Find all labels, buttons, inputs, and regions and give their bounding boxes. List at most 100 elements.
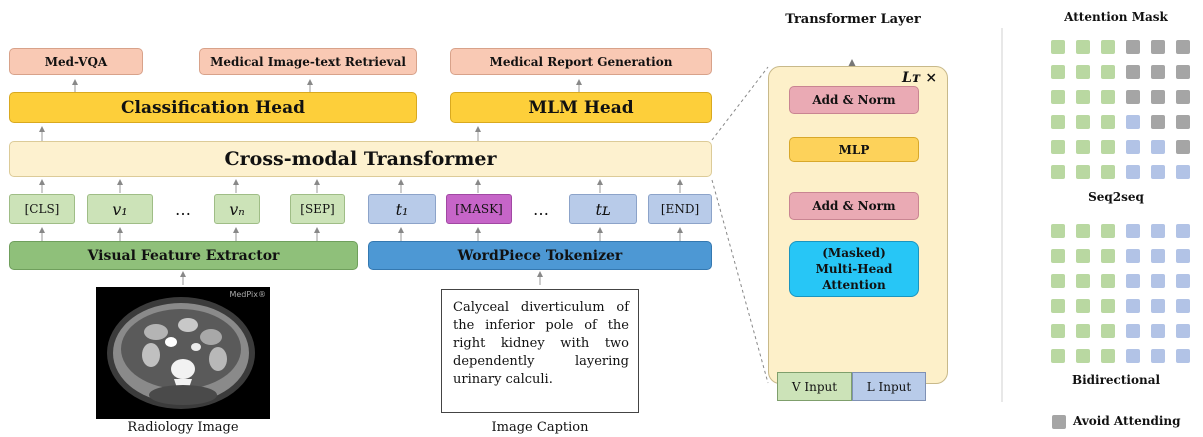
- seq2seq-mask-cell: [1051, 40, 1065, 54]
- task-image-text-retrieval: Medical Image-text Retrieval: [199, 48, 417, 75]
- seq2seq-mask-cell: [1176, 90, 1190, 104]
- bidirectional-label: Bidirectional: [1071, 373, 1161, 387]
- token-ellipsis-visual: …: [175, 200, 191, 219]
- token-end: [END]: [648, 194, 712, 224]
- mha-line-3: Attention: [822, 278, 886, 293]
- mha-line-1: (Masked): [822, 245, 886, 260]
- bidirectional-mask-cell: [1076, 324, 1090, 338]
- classification-head: Classification Head: [9, 92, 417, 123]
- bidirectional-mask-cell: [1151, 274, 1165, 288]
- seq2seq-mask-cell: [1051, 140, 1065, 154]
- seq2seq-mask-cell: [1126, 65, 1140, 79]
- caption-text: Calyceal diverticulum of the inferior po…: [453, 300, 629, 387]
- ct-scan-graphic: [107, 297, 255, 409]
- mlm-head: MLM Head: [450, 92, 712, 123]
- mha-line-2: Multi-Head: [815, 261, 893, 276]
- bidirectional-mask-cell: [1101, 249, 1115, 263]
- bidirectional-mask-cell: [1176, 349, 1190, 363]
- seq2seq-mask-cell: [1076, 165, 1090, 179]
- seq2seq-label: Seq2seq: [1088, 190, 1144, 204]
- seq2seq-mask-cell: [1076, 65, 1090, 79]
- bidirectional-grid: [1051, 224, 1203, 364]
- token-t1: t₁: [368, 194, 436, 224]
- bidirectional-mask-cell: [1151, 224, 1165, 238]
- seq2seq-mask-cell: [1076, 115, 1090, 129]
- attention-mask-title: Attention Mask: [1064, 10, 1168, 24]
- seq2seq-mask-cell: [1076, 140, 1090, 154]
- token-sep: [SEP]: [290, 194, 345, 224]
- transformer-layer-title: Transformer Layer: [785, 12, 921, 27]
- add-norm-top: Add & Norm: [789, 86, 919, 114]
- mlp-block: MLP: [789, 137, 919, 162]
- token-cls: [CLS]: [9, 194, 75, 224]
- bidirectional-mask-cell: [1051, 249, 1065, 263]
- seq2seq-mask-cell: [1101, 115, 1115, 129]
- seq2seq-mask-cell: [1151, 140, 1165, 154]
- l-input: L Input: [852, 372, 926, 401]
- radiology-image: MedPix®: [96, 287, 270, 419]
- seq2seq-mask-cell: [1151, 65, 1165, 79]
- bidirectional-mask-cell: [1076, 349, 1090, 363]
- bidirectional-mask-cell: [1101, 274, 1115, 288]
- add-norm-bottom: Add & Norm: [789, 192, 919, 220]
- task-report-generation: Medical Report Generation: [450, 48, 712, 75]
- seq2seq-mask-cell: [1176, 65, 1190, 79]
- seq2seq-mask-cell: [1151, 115, 1165, 129]
- caption-label: Image Caption: [491, 420, 589, 435]
- task-med-vqa: Med-VQA: [9, 48, 143, 75]
- bidirectional-mask-cell: [1051, 274, 1065, 288]
- seq2seq-mask-cell: [1101, 65, 1115, 79]
- bidirectional-mask-cell: [1126, 324, 1140, 338]
- seq2seq-mask-cell: [1076, 40, 1090, 54]
- seq2seq-mask-cell: [1151, 40, 1165, 54]
- seq2seq-mask-cell: [1101, 140, 1115, 154]
- bidirectional-mask-cell: [1076, 274, 1090, 288]
- bidirectional-mask-cell: [1101, 324, 1115, 338]
- seq2seq-mask-cell: [1176, 115, 1190, 129]
- bidirectional-mask-cell: [1176, 249, 1190, 263]
- bidirectional-mask-cell: [1126, 349, 1140, 363]
- seq2seq-mask-cell: [1126, 165, 1140, 179]
- bidirectional-mask-cell: [1126, 249, 1140, 263]
- legend-avoid-swatch: [1052, 415, 1066, 429]
- bidirectional-mask-cell: [1176, 224, 1190, 238]
- token-mask: [MASK]: [446, 194, 512, 224]
- seq2seq-mask-cell: [1051, 165, 1065, 179]
- caption-box: Calyceal diverticulum of the inferior po…: [441, 289, 639, 413]
- bidirectional-mask-cell: [1176, 299, 1190, 313]
- seq2seq-mask-cell: [1051, 90, 1065, 104]
- seq2seq-mask-cell: [1051, 65, 1065, 79]
- radiology-image-label: Radiology Image: [127, 420, 239, 435]
- seq2seq-mask-cell: [1176, 140, 1190, 154]
- bidirectional-mask-cell: [1126, 299, 1140, 313]
- seq2seq-mask-cell: [1101, 40, 1115, 54]
- token-tL: tʟ: [569, 194, 637, 224]
- seq2seq-mask-cell: [1076, 90, 1090, 104]
- token-vN: vₙ: [214, 194, 260, 224]
- seq2seq-mask-cell: [1101, 90, 1115, 104]
- v-input: V Input: [777, 372, 852, 401]
- seq2seq-mask-cell: [1126, 90, 1140, 104]
- seq2seq-mask-cell: [1126, 40, 1140, 54]
- bidirectional-mask-cell: [1151, 249, 1165, 263]
- wordpiece-tokenizer: WordPiece Tokenizer: [368, 241, 712, 270]
- seq2seq-mask-cell: [1151, 90, 1165, 104]
- multi-head-attention: (Masked) Multi-Head Attention: [789, 241, 919, 297]
- bidirectional-mask-cell: [1076, 299, 1090, 313]
- bidirectional-mask-cell: [1126, 274, 1140, 288]
- image-watermark: MedPix®: [229, 290, 266, 299]
- transformer-layer-panel: [768, 66, 948, 384]
- bidirectional-mask-cell: [1076, 249, 1090, 263]
- bidirectional-mask-cell: [1101, 349, 1115, 363]
- token-ellipsis-language: …: [533, 200, 549, 219]
- bidirectional-mask-cell: [1101, 224, 1115, 238]
- bidirectional-mask-cell: [1151, 349, 1165, 363]
- bidirectional-mask-cell: [1101, 299, 1115, 313]
- bidirectional-mask-cell: [1051, 224, 1065, 238]
- seq2seq-mask-cell: [1051, 115, 1065, 129]
- seq2seq-grid: [1051, 40, 1203, 180]
- bidirectional-mask-cell: [1176, 324, 1190, 338]
- seq2seq-mask-cell: [1151, 165, 1165, 179]
- seq2seq-mask-cell: [1101, 165, 1115, 179]
- seq2seq-mask-cell: [1176, 40, 1190, 54]
